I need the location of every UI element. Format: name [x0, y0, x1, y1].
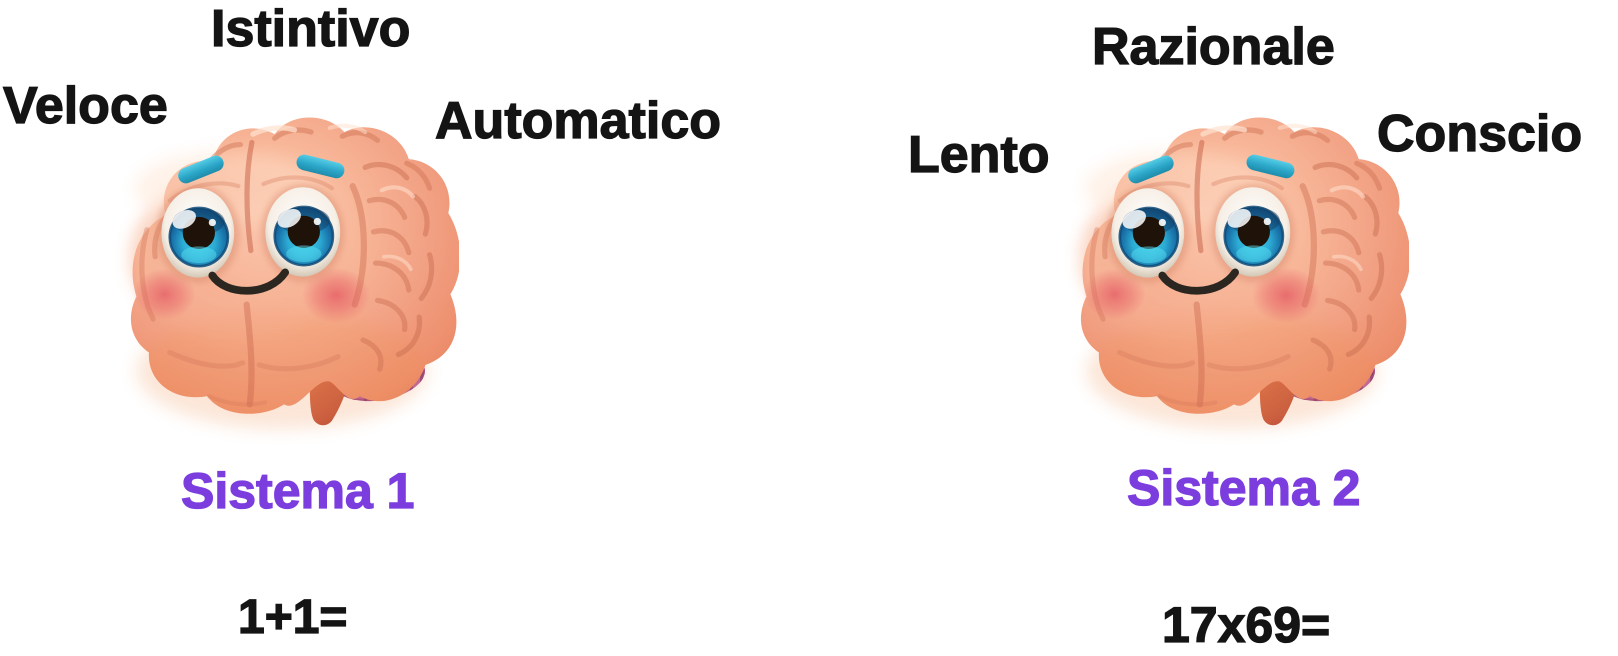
- trait-label-top: Razionale: [1091, 18, 1335, 76]
- system-name-label: Sistema 2: [1126, 460, 1361, 516]
- cartoon-brain-illustration: [1055, 103, 1409, 446]
- trait-label-top: Istintivo: [210, 0, 411, 58]
- trait-label-left: Veloce: [2, 77, 168, 135]
- trait-label-right: Conscio: [1376, 105, 1583, 163]
- system-name-label: Sistema 1: [180, 463, 415, 519]
- cartoon-brain-illustration: [105, 103, 459, 446]
- trait-label-left: Lento: [907, 126, 1050, 184]
- trait-label-right: Automatico: [434, 92, 721, 150]
- math-expression-label: 1+1=: [237, 591, 348, 644]
- math-expression-label: 17x69=: [1161, 597, 1331, 653]
